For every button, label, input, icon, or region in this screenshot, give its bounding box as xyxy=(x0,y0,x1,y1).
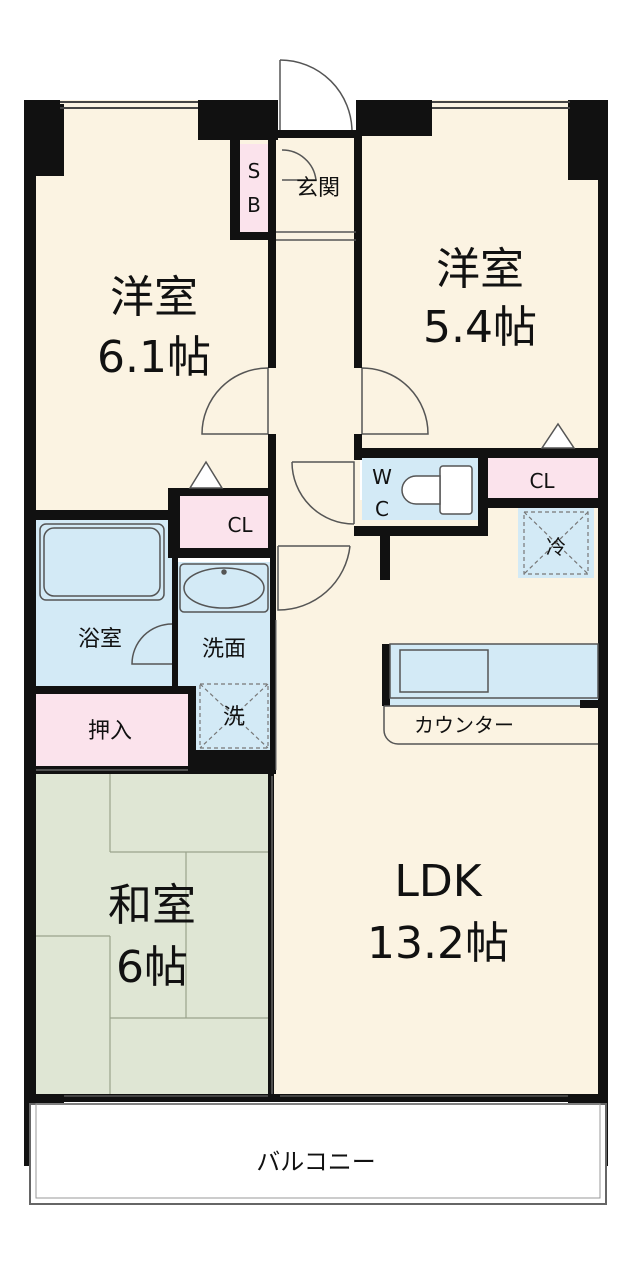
japanese-room-size: 6帖 xyxy=(116,942,188,993)
wall-wa-right xyxy=(268,774,274,1100)
wall-left-room-bottom xyxy=(24,510,180,520)
washroom-label: 洗面 xyxy=(202,637,246,662)
wall-right-room-bottom xyxy=(354,448,600,458)
pillar-top-mid-left xyxy=(198,100,278,140)
wall-right xyxy=(598,104,608,1104)
refrigerator-label: 冷 xyxy=(546,535,566,559)
windows xyxy=(60,101,570,1097)
entrance-label: 玄関 xyxy=(296,176,340,201)
wash-basin xyxy=(179,563,269,613)
wall-right-corridor xyxy=(354,132,362,368)
tatami-lines xyxy=(36,774,272,1098)
closet-right-label: CL xyxy=(529,469,555,493)
wall-right-corridor-lower xyxy=(354,434,362,460)
closet-markers xyxy=(188,422,576,489)
wall-bottom-wa xyxy=(24,1094,274,1102)
balcony-outline xyxy=(29,1103,607,1205)
kitchen-counter-floor xyxy=(390,644,600,706)
shoe-box-label-b: B xyxy=(247,193,261,217)
shoe-box-floor xyxy=(238,144,270,232)
fridge-space xyxy=(523,511,589,575)
closet-left-label: CL xyxy=(227,513,253,537)
western-room-left-size: 6.1帖 xyxy=(97,332,211,383)
wall-stub xyxy=(380,536,390,580)
ldk-name: LDK xyxy=(394,856,482,907)
door-arcs xyxy=(131,149,429,665)
wc-label-c: C xyxy=(375,497,389,521)
sliding-doors xyxy=(36,620,277,1094)
washer-space xyxy=(199,683,269,749)
bath-label: 浴室 xyxy=(78,627,122,652)
floors xyxy=(36,100,600,1100)
wall-sb-left xyxy=(230,138,240,240)
ldk-floor xyxy=(272,500,600,1100)
wall-top-left xyxy=(24,100,60,106)
wc-label-w: W xyxy=(372,465,392,489)
western-room-right-floor xyxy=(360,100,600,450)
entrance-door xyxy=(276,59,356,241)
wall-bath-right xyxy=(172,556,178,692)
wall-wc-bottom xyxy=(354,526,488,536)
closet-right-floor xyxy=(486,458,598,500)
wall-bath-bottom xyxy=(24,686,196,694)
toilet xyxy=(401,465,473,515)
western-room-right-size: 5.4帖 xyxy=(423,302,537,353)
wall-wash-right xyxy=(270,556,276,766)
wall-left xyxy=(24,104,36,1104)
balcony-label: バルコニー xyxy=(256,1148,376,1176)
wall-closet-right-bottom xyxy=(488,498,600,508)
balcony-inner xyxy=(35,1103,601,1199)
wall-bottom-ldk xyxy=(272,1094,608,1102)
wall-closet-left-bottom xyxy=(168,548,276,558)
western-room-left-name: 洋室 xyxy=(110,272,198,323)
shoe-box-label-s: S xyxy=(248,159,261,183)
japanese-room-name: 和室 xyxy=(108,880,196,931)
wall-closet-left-top xyxy=(168,488,276,496)
bathtub xyxy=(39,523,165,601)
closet-left-floor xyxy=(180,496,270,548)
wall-wc-right xyxy=(478,448,488,532)
oshiire-floor xyxy=(36,692,188,768)
ldk-size: 13.2帖 xyxy=(367,918,509,969)
wall-oshiire-right xyxy=(188,686,196,774)
wall-closet-left-side xyxy=(168,488,180,556)
wall-sb-bottom xyxy=(230,232,274,240)
washer-label: 洗 xyxy=(223,705,245,730)
oshiire-label: 押入 xyxy=(88,719,132,744)
wall-counter-top xyxy=(382,644,390,706)
counter-label: カウンター xyxy=(414,713,514,737)
wall-wash-bottom xyxy=(196,750,276,766)
balcony xyxy=(29,1103,607,1205)
western-room-right-name: 洋室 xyxy=(436,244,524,295)
kitchen-counter xyxy=(383,643,599,745)
pillar-top-mid-right xyxy=(356,100,432,136)
